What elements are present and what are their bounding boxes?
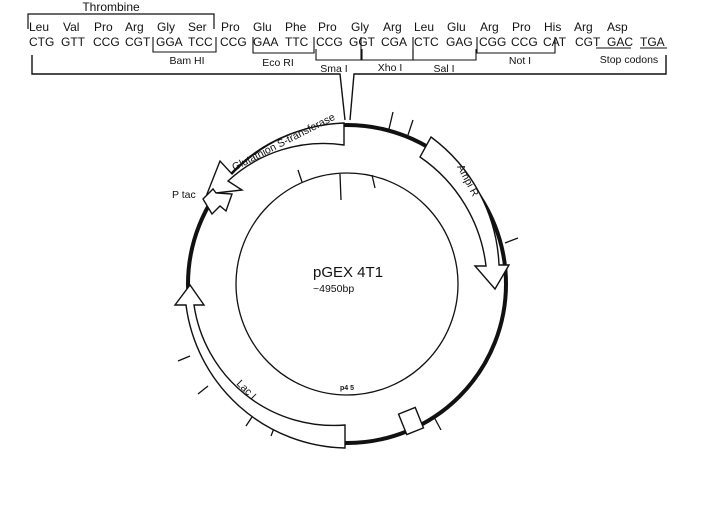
ori-box — [397, 406, 425, 436]
ptac-arrow — [202, 187, 233, 216]
sali-bracket — [412, 49, 477, 61]
codon-20: TGA — [640, 35, 665, 49]
plasmid-outer-circle — [186, 123, 508, 445]
aa-18: Arg — [574, 20, 593, 34]
codon-6: TCC — [188, 35, 213, 49]
aa-12: Arg — [383, 20, 402, 34]
codon-3: CCG — [93, 35, 120, 49]
aa-13: Leu — [414, 20, 434, 34]
noti-bracket — [476, 37, 556, 54]
codon-10: CCG — [316, 35, 343, 49]
ecori-label: Eco RI — [262, 57, 294, 69]
aa-17: His — [544, 20, 561, 34]
xhoi-label: Xho I — [378, 62, 403, 74]
ampr-arrow — [419, 135, 511, 291]
codon-18: CGT — [575, 35, 601, 49]
inner-tick-marks — [297, 169, 376, 201]
aa-14: Glu — [447, 20, 466, 34]
aa-16: Pro — [512, 20, 531, 34]
plasmid-inner-circle — [235, 172, 459, 396]
aa-5: Gly — [157, 20, 175, 34]
codon-9: TTC — [285, 35, 309, 49]
xhoi-bracket — [360, 37, 414, 61]
codon-13: CTC — [414, 35, 439, 49]
sali-label: Sal I — [433, 63, 454, 75]
codon-2: GTT — [61, 35, 86, 49]
ecori-bracket — [252, 37, 315, 54]
amino-acid-row: Leu Val Pro Arg Gly Ser Pro Glu Phe Pro … — [29, 20, 628, 34]
plasmid-name: pGEX 4T1 — [313, 264, 383, 281]
codon-16: CCG — [511, 35, 538, 49]
aa-15: Arg — [480, 20, 499, 34]
noti-label: Not I — [509, 55, 531, 67]
aa-1: Leu — [29, 20, 49, 34]
laci-arrow — [173, 283, 346, 449]
aa-9: Phe — [285, 20, 307, 34]
gst-arrow — [205, 122, 345, 195]
codon-11: GGT — [349, 35, 376, 49]
codon-19: GAC — [607, 35, 633, 49]
aa-10: Pro — [318, 20, 337, 34]
aa-19: Asp — [607, 20, 628, 34]
aa-3: Pro — [94, 20, 113, 34]
bamhi-label: Bam HI — [169, 55, 204, 67]
insert-bracket — [31, 55, 667, 121]
plasmid-size: ~4950bp — [313, 283, 354, 295]
bamhi-bracket — [152, 37, 217, 53]
ptac-label: P tac — [172, 189, 196, 201]
aa-11: Gly — [351, 20, 369, 34]
codon-5: GGA — [156, 35, 183, 49]
inner-mark-label: p4 5 — [340, 385, 354, 392]
codon-14: GAG — [446, 35, 473, 49]
codon-1: CTG — [29, 35, 54, 49]
aa-7: Pro — [221, 20, 240, 34]
stop-codons-label: Stop codons — [600, 54, 658, 66]
thrombine-bracket — [27, 13, 215, 29]
codon-row: CTG GTT CCG CGT GGA TCC CCG GAA TTC CCG … — [29, 35, 665, 49]
codon-4: CGT — [125, 35, 151, 49]
codon-8: GAA — [253, 35, 278, 49]
aa-6: Ser — [188, 20, 207, 34]
smai-label: Sma I — [320, 63, 347, 75]
codon-15: CGG — [479, 35, 506, 49]
thrombine-label: Thrombine — [82, 0, 140, 14]
codon-12: CGA — [381, 35, 407, 49]
smai-bracket — [315, 49, 363, 61]
aa-4: Arg — [125, 20, 144, 34]
codon-7: CCG — [220, 35, 247, 49]
aa-2: Val — [63, 20, 79, 34]
aa-8: Glu — [253, 20, 272, 34]
